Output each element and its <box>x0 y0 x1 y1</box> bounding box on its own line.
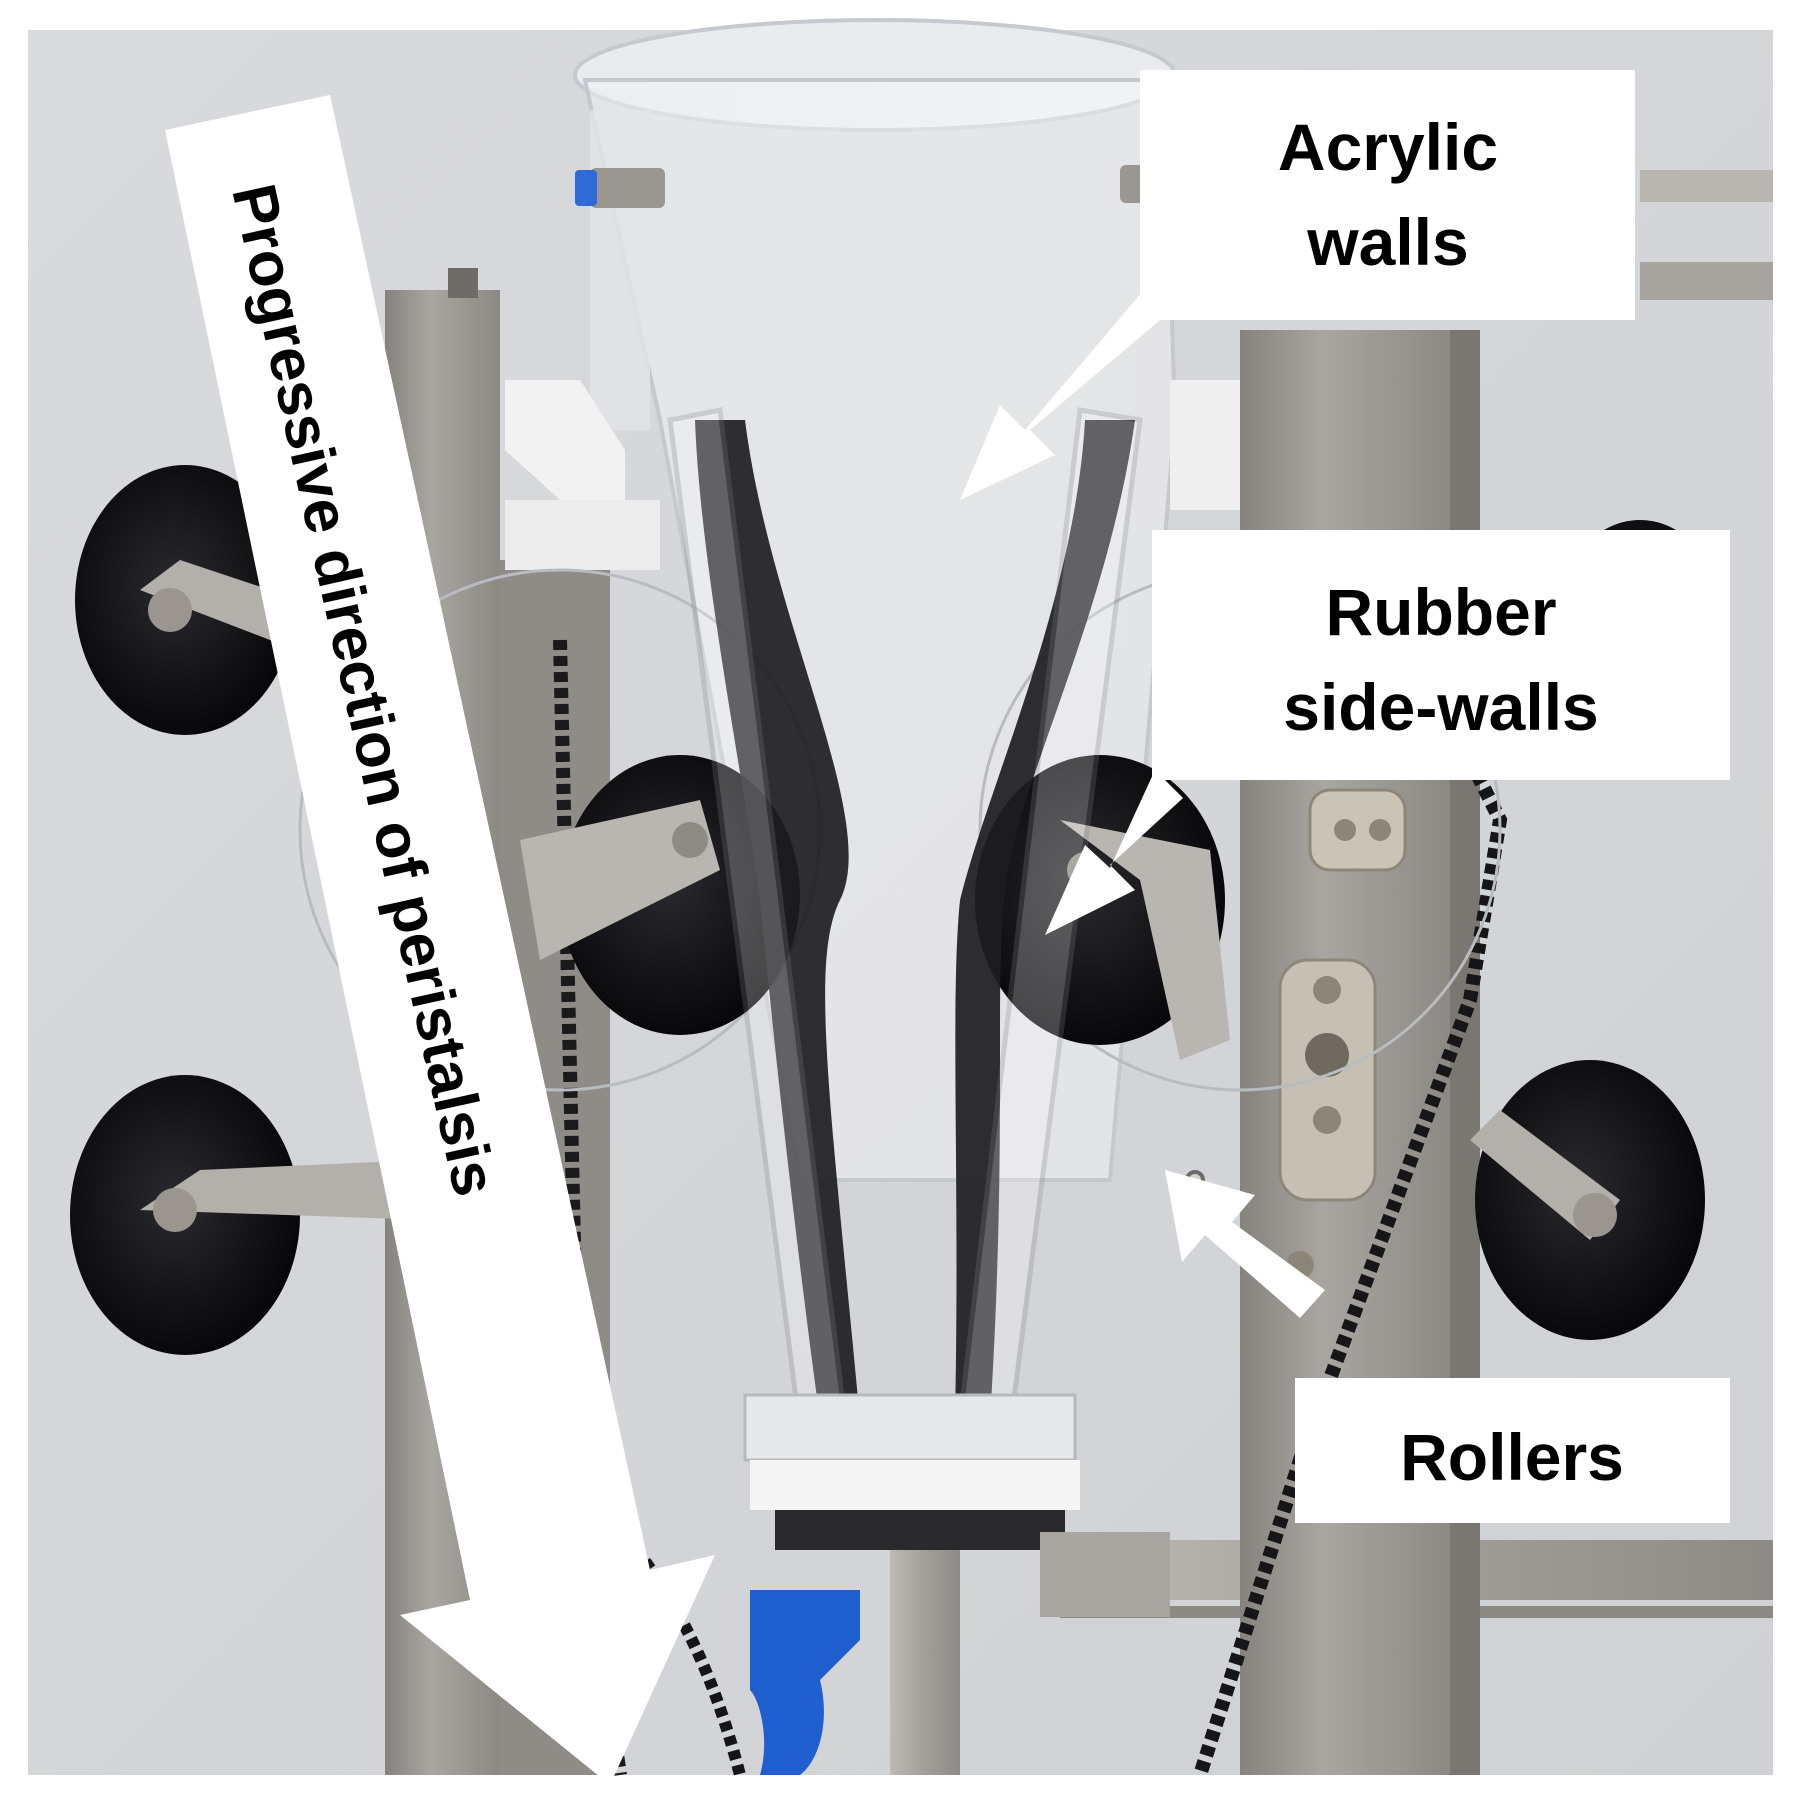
label-rollers: Rollers <box>1400 1420 1624 1494</box>
label-rubber-sidewalls-line1: Rubber <box>1326 575 1557 649</box>
label-acrylic-walls-line2: walls <box>1306 205 1468 279</box>
peristalsis-direction-arrow <box>165 95 715 1785</box>
rubber-sidewall-right <box>955 420 1135 1420</box>
acrylic-base <box>743 1393 1077 1462</box>
rubber-sidewall-left <box>695 420 860 1420</box>
drain-pipe <box>890 1550 960 1775</box>
top-rail <box>1640 170 1773 202</box>
label-acrylic-walls-line1: Acrylic <box>1278 110 1498 184</box>
label-rubber-sidewalls-line2: side-walls <box>1283 670 1598 744</box>
white-guide-left <box>505 380 625 500</box>
arrow-rubber-sidewalls <box>1045 770 1183 935</box>
label-box-rubber-sidewalls <box>1152 530 1730 780</box>
slot-plate-upper <box>1308 788 1407 872</box>
fitting-left <box>590 168 665 208</box>
white-base-plate <box>750 1460 1080 1510</box>
slot-plate-lower <box>1278 958 1377 1202</box>
label-box-acrylic-walls <box>1140 70 1635 320</box>
arrow-acrylic-walls <box>960 265 1192 500</box>
arrow-rollers <box>1165 1170 1325 1318</box>
label-box-rollers <box>1295 1378 1730 1523</box>
white-guide-right <box>1170 380 1240 510</box>
blue-valve-handle <box>750 1590 860 1775</box>
belt-right <box>1193 756 1508 1778</box>
